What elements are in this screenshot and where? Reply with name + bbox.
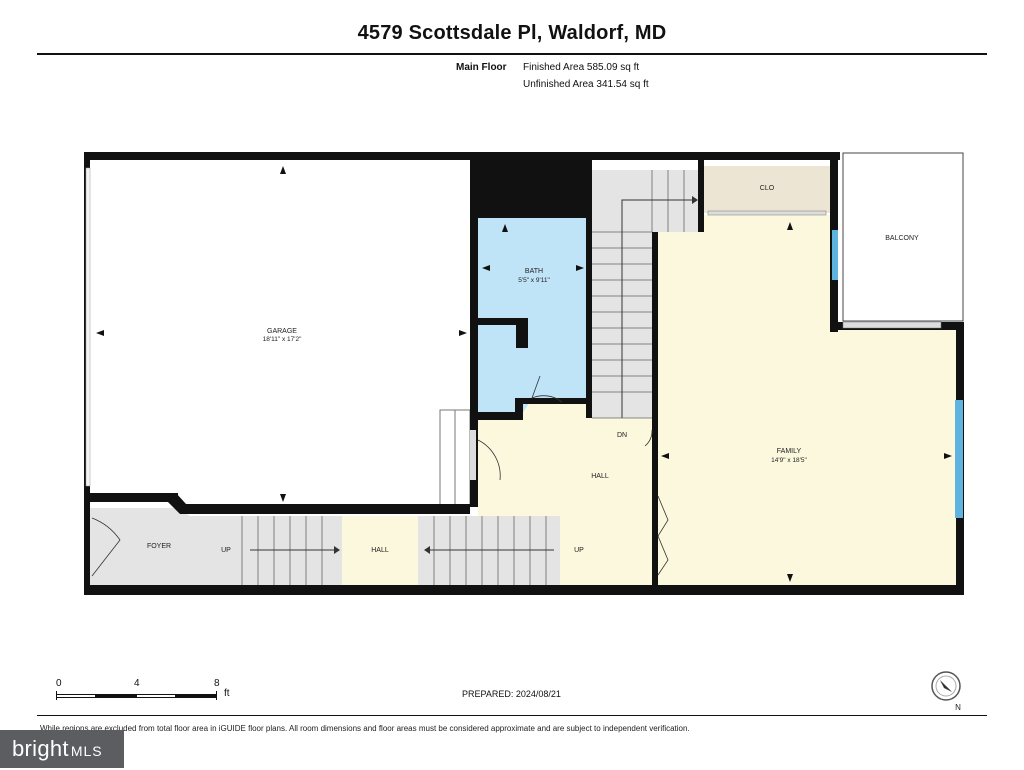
family-name: FAMILY xyxy=(777,448,802,455)
garage-name: GARAGE xyxy=(267,328,297,335)
foyer-door-swing xyxy=(91,517,121,577)
stair-up-left-label: UP xyxy=(221,547,231,554)
compass-north-label: N xyxy=(955,703,961,712)
family-floor xyxy=(658,215,956,585)
finished-area: Finished Area 585.09 sq ft xyxy=(523,62,640,73)
scale-tick-4: 4 xyxy=(134,678,140,689)
bath-dims: 5'5" x 9'11" xyxy=(518,277,550,284)
garage-dims: 18'11" x 17'2" xyxy=(263,336,302,343)
upper-stair-arrow xyxy=(621,199,692,418)
family-window-upper xyxy=(832,230,838,280)
floor-label: Main Floor xyxy=(456,62,507,73)
closet-floor xyxy=(704,166,830,213)
disclaimer: While regions are excluded from total fl… xyxy=(40,724,690,733)
page-title: 4579 Scottsdale Pl, Waldorf, MD xyxy=(357,22,667,44)
compass-icon xyxy=(931,671,961,701)
scale-tick-8: 8 xyxy=(214,678,220,689)
dn-door-swing xyxy=(644,429,653,447)
stair-up-right-label: UP xyxy=(574,547,584,554)
stair-down-label: DN xyxy=(617,432,627,439)
dimension-arrows xyxy=(96,166,952,582)
balcony-slider xyxy=(842,321,942,329)
hall-lower-name: HALL xyxy=(371,547,389,554)
garage-entry-door xyxy=(470,430,476,480)
brand-suffix: MLS xyxy=(70,743,103,759)
garage-door xyxy=(85,167,91,487)
family-dims: 14'9" x 18'5" xyxy=(771,457,807,464)
header-divider xyxy=(37,53,987,55)
scale-unit: ft xyxy=(224,688,230,699)
bath-name: BATH xyxy=(525,268,543,275)
scale-tick-0: 0 xyxy=(56,678,62,689)
upper-stair-arrowhead xyxy=(692,196,698,204)
hall-lower-floor xyxy=(342,516,418,585)
foyer-floor xyxy=(88,508,342,585)
footer-divider xyxy=(37,715,987,716)
closet-bifold xyxy=(707,210,827,216)
balcony-floor xyxy=(842,152,964,322)
lower-left-stair-arrowhead xyxy=(334,546,340,554)
bath-door xyxy=(531,375,541,399)
bath-door-swing xyxy=(531,395,563,403)
balcony-name: BALCONY xyxy=(885,235,919,242)
bath-floor xyxy=(478,218,586,420)
lower-right-stair-arrowhead xyxy=(424,546,430,554)
unfinished-area: Unfinished Area 341.54 sq ft xyxy=(523,79,649,90)
garage-entry-door-swing xyxy=(477,439,501,481)
foyer-name: FOYER xyxy=(147,543,171,550)
garage-floor xyxy=(88,160,474,505)
closet-name: CLO xyxy=(760,185,775,192)
hall-upper-name: HALL xyxy=(591,473,609,480)
family-double-door xyxy=(657,495,669,576)
family-window-right xyxy=(955,400,963,518)
brand-name: bright xyxy=(12,736,69,761)
prepared-date: PREPARED: 2024/08/21 xyxy=(462,689,561,699)
